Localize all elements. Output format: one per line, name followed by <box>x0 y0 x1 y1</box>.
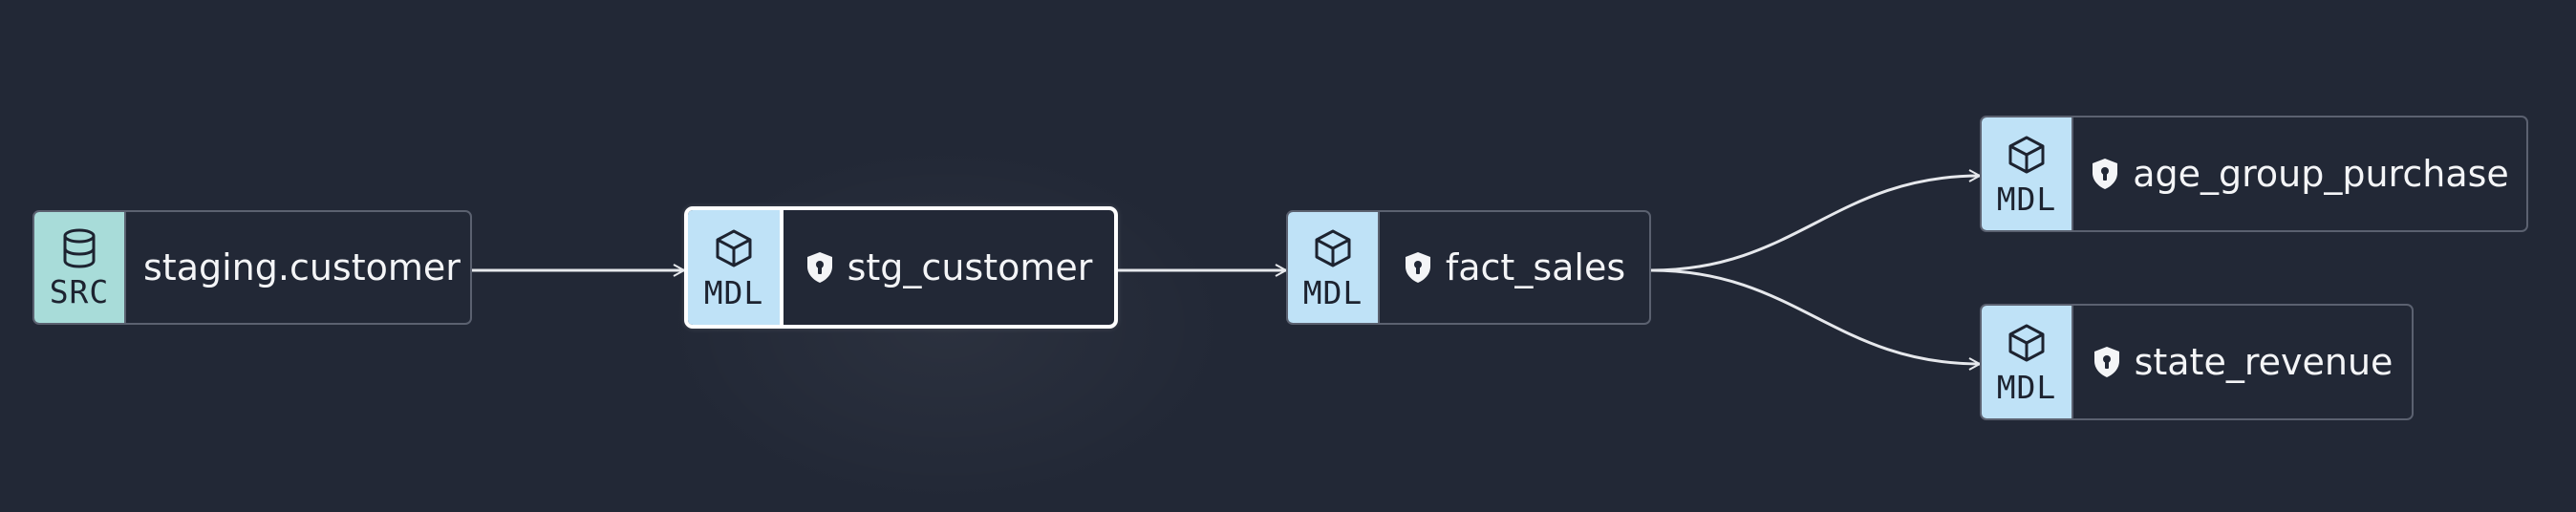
node-name: state_revenue <box>2134 341 2394 383</box>
node-stg-customer[interactable]: MDL stg_customer <box>684 206 1118 329</box>
database-icon <box>61 228 97 268</box>
node-state-revenue[interactable]: MDL state_revenue <box>1980 304 2414 420</box>
source-badge: SRC <box>34 212 126 323</box>
node-name: age_group_purchase <box>2133 153 2509 195</box>
node-type-label: MDL <box>1996 368 2057 406</box>
node-type-label: MDL <box>1302 273 1363 311</box>
model-badge: MDL <box>688 210 784 325</box>
node-age-group-purchase[interactable]: MDL age_group_purchase <box>1980 116 2528 232</box>
shield-icon <box>2093 346 2121 378</box>
node-name: fact_sales <box>1445 246 1626 288</box>
edge-fact-sales-to-age-group-purchase <box>1650 176 1980 272</box>
node-name: staging.customer <box>143 246 461 288</box>
node-fact-sales[interactable]: MDL fact_sales <box>1286 210 1651 325</box>
node-type-label: SRC <box>49 272 110 310</box>
cube-icon <box>1312 227 1354 269</box>
edge-fact-sales-to-state-revenue <box>1650 268 1980 364</box>
cube-icon <box>2006 134 2048 176</box>
node-name: stg_customer <box>847 246 1093 288</box>
model-badge: MDL <box>1982 306 2073 418</box>
node-type-label: MDL <box>703 273 764 311</box>
shield-icon <box>805 251 834 284</box>
model-badge: MDL <box>1288 212 1380 323</box>
shield-icon <box>1404 251 1432 284</box>
cube-icon <box>2006 322 2048 364</box>
shield-icon <box>2091 158 2119 190</box>
model-badge: MDL <box>1982 117 2073 230</box>
node-staging-customer[interactable]: SRC staging.customer <box>32 210 472 325</box>
node-type-label: MDL <box>1996 180 2057 218</box>
cube-icon <box>713 227 755 269</box>
